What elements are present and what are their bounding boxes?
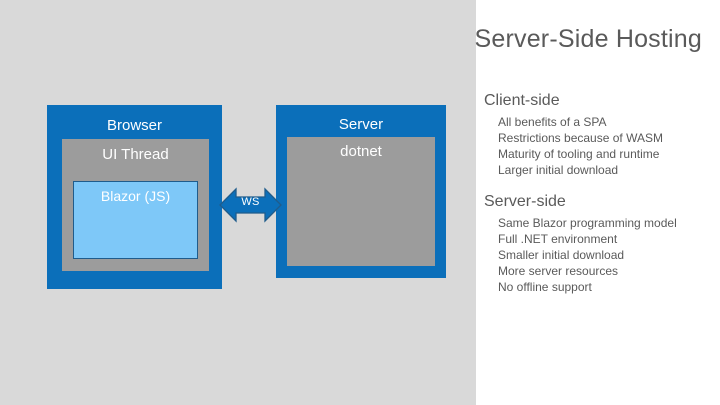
list-item: Full .NET environment xyxy=(498,232,618,246)
note-list-client-side: All benefits of a SPA Restrictions becau… xyxy=(484,114,716,178)
server-box-label: Server xyxy=(338,116,384,133)
notes-panel: Client-side All benefits of a SPA Restri… xyxy=(484,90,716,308)
note-group-server-side: Server-side Same Blazor programming mode… xyxy=(484,191,716,295)
dotnet-box: dotnet xyxy=(287,137,435,266)
list-item: Maturity of tooling and runtime xyxy=(498,147,660,161)
list-item: Larger initial download xyxy=(498,163,619,177)
blazor-js-box-label: Blazor (JS) xyxy=(100,188,171,204)
websocket-double-arrow-icon: WS xyxy=(219,181,282,229)
browser-box: Browser UI Thread Blazor (JS) xyxy=(47,105,222,289)
browser-box-label: Browser xyxy=(106,117,162,134)
list-item: Smaller initial download xyxy=(498,248,625,262)
list-item: More server resources xyxy=(498,264,619,278)
blazor-js-box: Blazor (JS) xyxy=(73,181,198,259)
server-box: Server dotnet xyxy=(276,105,446,278)
page-title: Server-Side Hosting xyxy=(474,25,702,53)
list-item: Same Blazor programming model xyxy=(498,216,677,230)
list-item: All benefits of a SPA xyxy=(498,115,607,129)
list-item: Restrictions because of WASM xyxy=(498,131,663,145)
dotnet-box-label: dotnet xyxy=(340,143,382,160)
ui-thread-box: UI Thread Blazor (JS) xyxy=(62,139,209,271)
ui-thread-box-label: UI Thread xyxy=(102,146,169,163)
list-item: No offline support xyxy=(498,280,592,294)
note-heading-server-side: Server-side xyxy=(484,193,566,210)
note-heading-client-side: Client-side xyxy=(484,92,560,109)
note-group-client-side: Client-side All benefits of a SPA Restri… xyxy=(484,90,716,178)
note-list-server-side: Same Blazor programming model Full .NET … xyxy=(484,215,716,295)
slide-background-right xyxy=(476,0,720,405)
